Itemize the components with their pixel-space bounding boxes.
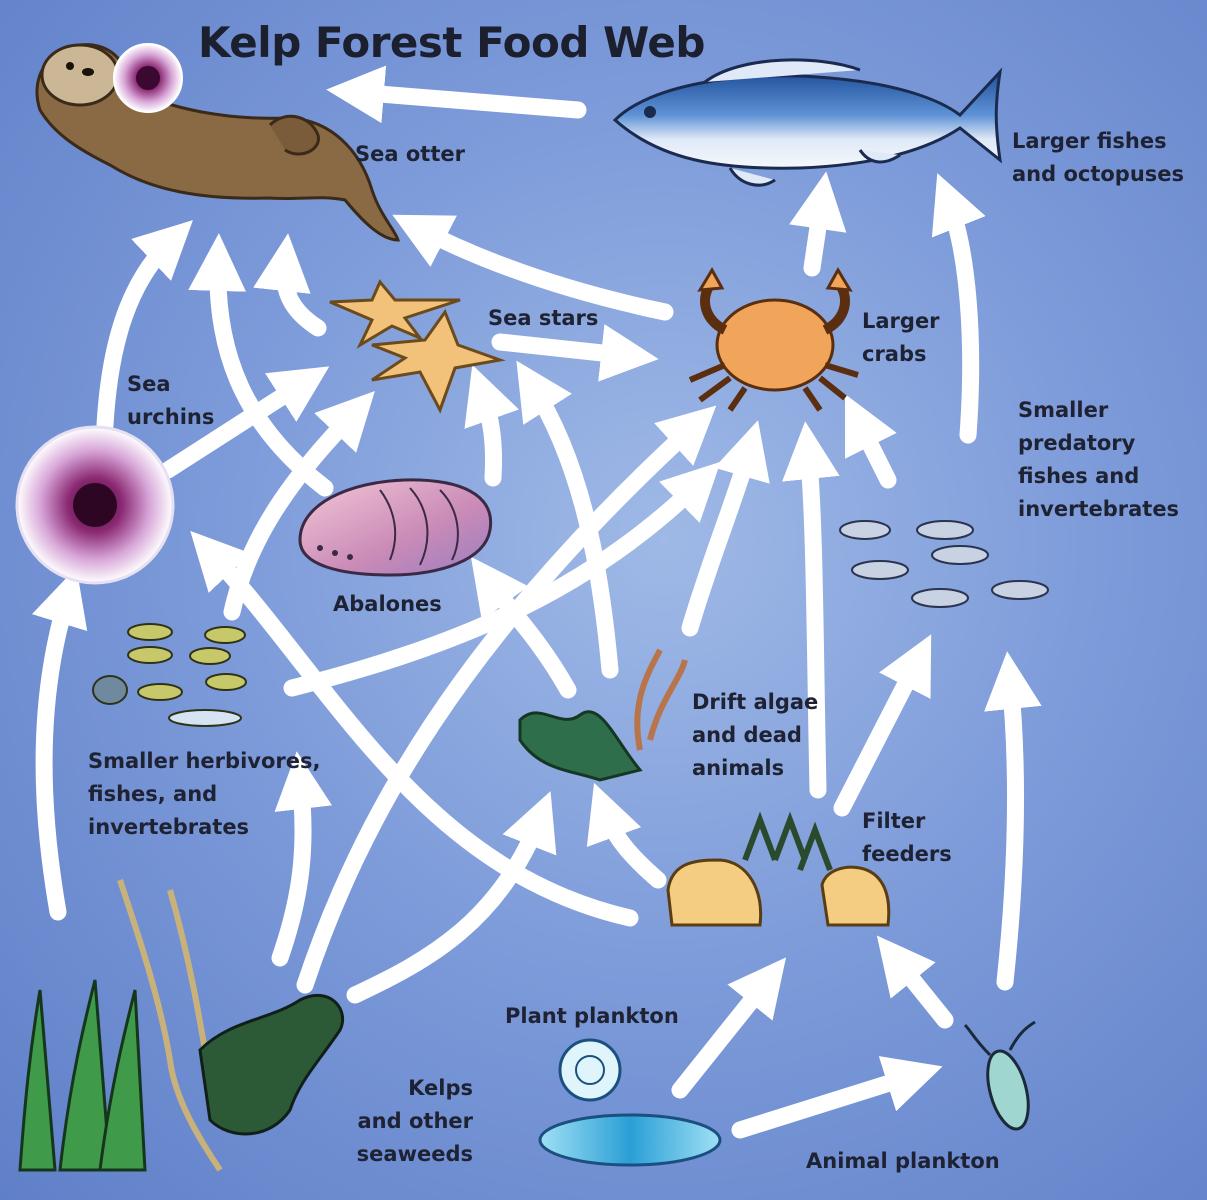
label-drift-algae: Drift algae and dead animals bbox=[692, 690, 819, 780]
larger-crab-icon bbox=[688, 267, 859, 412]
arrow-drift-to-crabs bbox=[681, 420, 770, 637]
animal-plankton-icon bbox=[963, 1020, 1036, 1131]
label-filter-feeders: Filter feeders bbox=[862, 809, 952, 866]
label-smaller-predatory: Smaller predatory fishes and invertebrat… bbox=[1018, 398, 1180, 521]
label-sea-stars: Sea stars bbox=[488, 306, 599, 330]
label-abalones: Abalones bbox=[333, 592, 442, 616]
arrow-urchin-to-otter bbox=[96, 220, 193, 434]
label-sea-otter: Sea otter bbox=[355, 142, 465, 166]
abalone-icon bbox=[298, 478, 493, 577]
larger-fish-icon bbox=[612, 58, 1003, 187]
sea-stars-icon bbox=[329, 279, 506, 414]
arrow-animplank-to-filter bbox=[876, 935, 954, 1029]
label-larger-crabs: Larger crabs bbox=[862, 309, 940, 366]
diagram-title: Kelp Forest Food Web bbox=[198, 18, 705, 67]
arrow-filter-to-urchin bbox=[190, 530, 639, 927]
arrow-predatory-to-fish bbox=[931, 173, 986, 444]
arrow-drift-to-abalone bbox=[470, 556, 577, 699]
label-kelps: Kelps and other seaweeds bbox=[356, 1076, 473, 1166]
arrow-filter-to-drift bbox=[586, 782, 667, 889]
label-plant-plankton: Plant plankton bbox=[505, 1004, 679, 1028]
label-smaller-herbivores: Smaller herbivores, fishes, and inverteb… bbox=[88, 749, 321, 839]
arrow-kelp-to-urchin bbox=[31, 567, 88, 921]
arrow-filter-to-predatory bbox=[833, 634, 932, 817]
arrow-kelp-to-herb bbox=[271, 751, 332, 967]
arrow-filter-to-crabs bbox=[782, 421, 840, 799]
arrow-kelp-to-abalone bbox=[296, 405, 717, 994]
arrow-fish-to-otter bbox=[326, 65, 587, 124]
filter-feeders-icon bbox=[666, 811, 891, 927]
label-animal-plankton: Animal plankton bbox=[806, 1149, 1000, 1173]
arrow-crabs-to-otter bbox=[392, 214, 674, 321]
drift-algae-icon bbox=[518, 648, 688, 782]
sea-urchin-icon bbox=[15, 425, 175, 585]
arrow-urchin-to-stars bbox=[159, 366, 330, 479]
arrow-kelp-to-drift bbox=[346, 791, 557, 1004]
label-larger-fishes: Larger fishes and octopuses bbox=[1012, 129, 1185, 186]
arrow-plantplank-to-animplank bbox=[731, 1056, 943, 1139]
plant-plankton-icon bbox=[538, 1038, 722, 1167]
arrow-predatory-to-crabs bbox=[845, 394, 897, 489]
arrow-drift-to-stars bbox=[516, 360, 619, 679]
small-herbivores-icon bbox=[92, 623, 247, 727]
kelp-seaweed-icon bbox=[18, 879, 345, 1172]
arrow-animplank-to-predatory bbox=[984, 651, 1042, 991]
feeding-arrows bbox=[31, 65, 1042, 1139]
arrow-stars-to-otter bbox=[253, 233, 327, 337]
arrow-crabs-to-fish bbox=[789, 171, 847, 277]
sea-otter-icon bbox=[35, 43, 401, 242]
label-sea-urchins: Sea urchins bbox=[127, 372, 215, 429]
arrow-abalone-to-stars bbox=[464, 364, 519, 487]
small-predatory-fishes-icon bbox=[839, 520, 1049, 608]
arrow-plantplank-to-filter bbox=[671, 957, 787, 1099]
arrow-stars-to-crabs bbox=[491, 324, 659, 382]
